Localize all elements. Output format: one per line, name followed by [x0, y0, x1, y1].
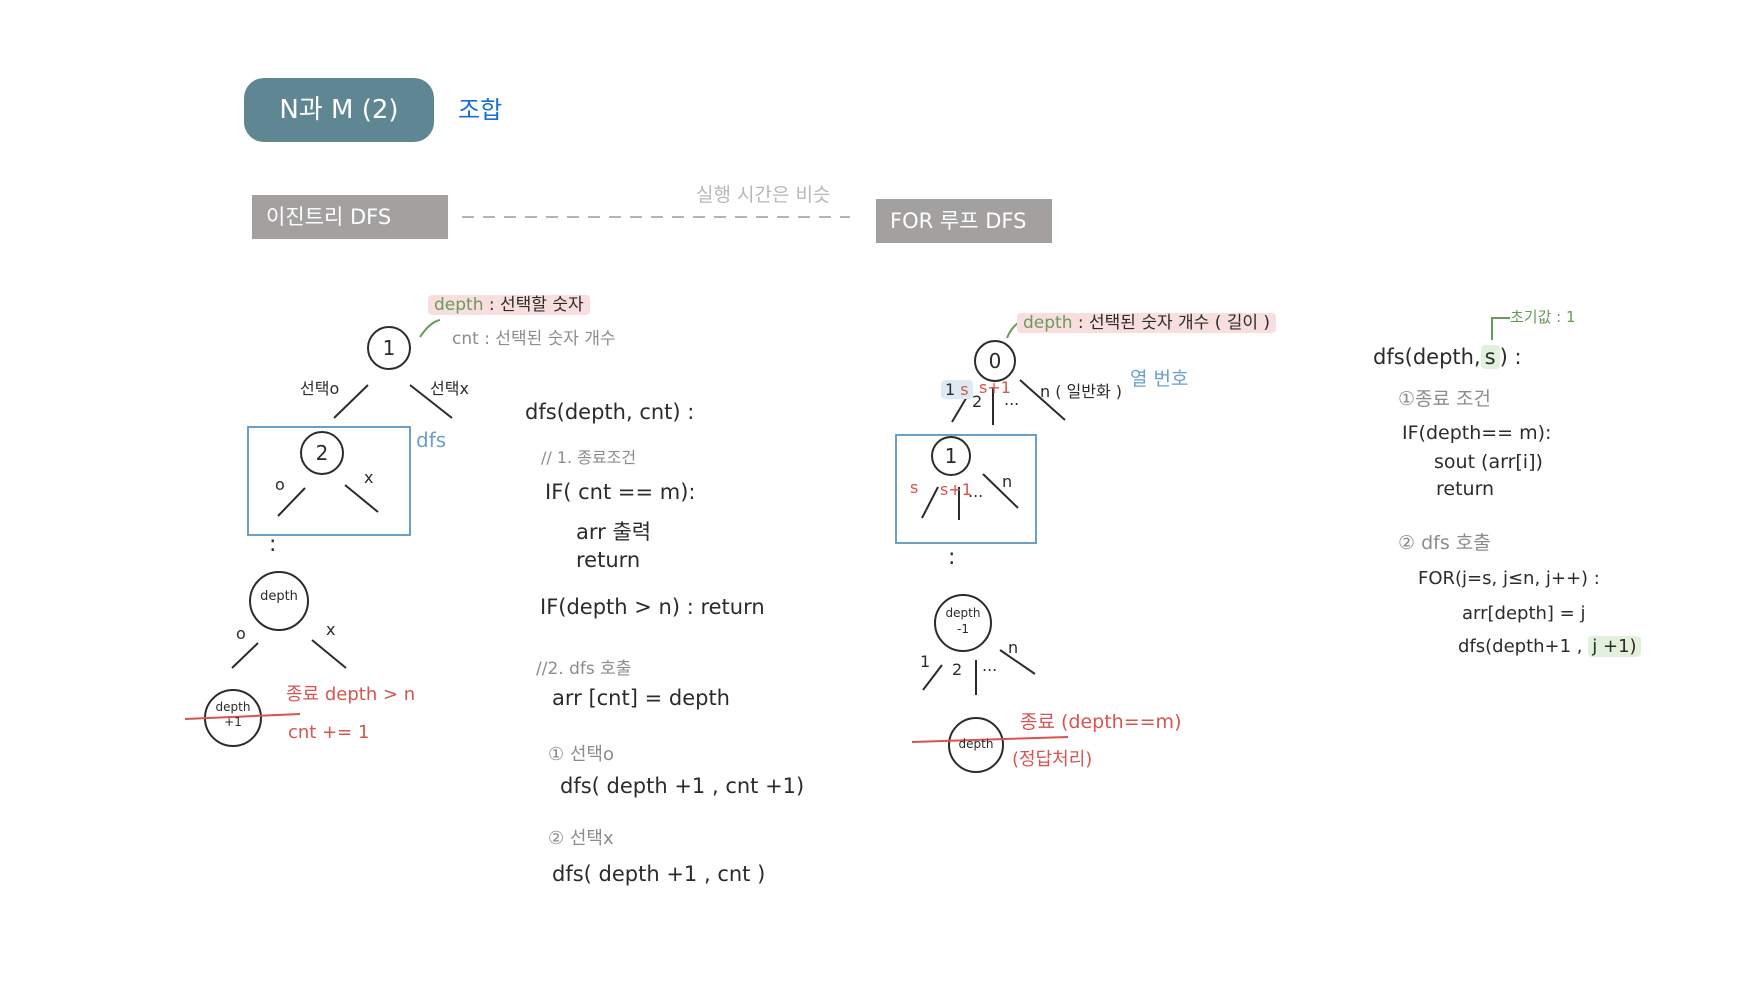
right-node1-edge-n: [982, 473, 1019, 509]
right-node-1-text: 1: [945, 444, 958, 468]
right-code-assign: arr[depth] = j: [1462, 603, 1586, 624]
page-subtitle: 조합: [458, 96, 503, 124]
right-answer-note: (정답처리): [1012, 749, 1093, 770]
select-x-label: 선택x: [430, 379, 469, 398]
right-root-text: 0: [989, 349, 1002, 373]
node1-s1: s+1: [940, 480, 972, 499]
right-depth-edge-n: [999, 649, 1036, 675]
edge-node2-o: [277, 487, 306, 517]
edge-select-o: [333, 384, 369, 419]
depth-branch-dots: ...: [982, 656, 998, 675]
right-node-1: [931, 436, 971, 476]
right-root-node: [974, 340, 1016, 382]
tree-depth-node: [249, 571, 309, 631]
right-leaf-text: depth: [958, 737, 994, 751]
depth-o-mark: o: [236, 624, 246, 643]
node1-dots: ...: [968, 482, 984, 501]
dfs-frame-label: dfs: [416, 428, 447, 452]
right-depth-edge-1: [922, 664, 943, 691]
edge-depth-x: [311, 639, 347, 669]
right-depth-note: depth : 선택된 숫자 개수 ( 길이 ): [1017, 308, 1277, 333]
right-dfs-frame: [895, 434, 1037, 544]
left-method-label: 이진트리 DFS: [252, 195, 448, 239]
depth-branch-n: n: [1008, 638, 1019, 657]
page-title: N과 M (2): [244, 78, 434, 142]
node2-o-mark: o: [275, 475, 285, 494]
left-code-select-o: ① 선택o: [548, 744, 614, 765]
tree-node-2: [300, 431, 344, 475]
left-code-return: return: [576, 548, 641, 572]
left-vdots: :: [269, 532, 277, 557]
depth-branch-1: 1: [920, 652, 931, 671]
right-code-sig: dfs(depth,s) :: [1373, 345, 1522, 369]
right-vdots: :: [948, 545, 956, 570]
branch-1: 1 s: [941, 380, 973, 399]
leaf-node-text: depth +1: [215, 700, 251, 729]
left-depth-note: depth : 선택할 숫자: [428, 290, 590, 315]
dfs-frame: [247, 426, 411, 536]
right-method-label: FOR 루프 DFS: [876, 199, 1052, 243]
right-code-comment1: ①종료 조건: [1398, 388, 1491, 410]
branch-2: 2: [972, 392, 983, 411]
edge-select-x: [409, 384, 453, 419]
right-edge-1: [951, 394, 969, 423]
left-cnt-inc: cnt += 1: [288, 722, 370, 743]
leaf-strike: [184, 713, 301, 720]
right-code-for: FOR(j=s, j≤n, j++) :: [1418, 568, 1600, 589]
right-end-cond: 종료 (depth==m): [1020, 711, 1182, 733]
right-code-return: return: [1436, 478, 1495, 500]
right-leaf-node: [948, 717, 1004, 773]
right-leaf-strike: [911, 736, 1069, 743]
left-code-call-x: dfs( depth +1 , cnt ): [552, 862, 766, 886]
left-code-if-cnt: IF( cnt == m):: [545, 480, 696, 504]
left-code-comment2: //2. dfs 호출: [536, 659, 632, 679]
left-end-cond: 종료 depth > n: [286, 684, 416, 705]
left-code-sig: dfs(depth, cnt) :: [525, 400, 695, 424]
left-code-select-x: ② 선택x: [548, 828, 614, 849]
edge-depth-o: [231, 642, 259, 669]
edge-node2-x: [344, 484, 379, 513]
right-node1-edge-s: [921, 486, 939, 519]
tree-root-node: [367, 326, 411, 370]
right-depth-node-text: depth -1: [945, 606, 981, 636]
tree-node-2-text: 2: [316, 441, 329, 465]
branch-s1: s+1: [979, 378, 1011, 397]
select-o-label: 선택o: [300, 379, 340, 398]
tree-root-text: 1: [383, 336, 396, 360]
column-number-label: 열 번호: [1130, 368, 1189, 390]
left-code-comment1: // 1. 종료조건: [541, 448, 637, 467]
left-code-call-o: dfs( depth +1 , cnt +1): [560, 774, 805, 798]
depth-x-mark: x: [326, 620, 336, 639]
depth-node-text: depth: [260, 589, 298, 604]
left-code-print: arr 출력: [576, 520, 652, 544]
left-cnt-note: cnt : 선택된 숫자 개수: [452, 329, 616, 349]
depth-note-arrow: [419, 319, 441, 338]
right-depth-node: [934, 594, 992, 652]
right-code-comment2: ② dfs 호출: [1398, 532, 1491, 554]
right-edge-n: [1019, 379, 1066, 421]
node2-x-mark: x: [364, 468, 374, 487]
node1-n: n: [1002, 472, 1013, 491]
left-code-assign: arr [cnt] = depth: [552, 686, 730, 710]
right-code-if: IF(depth== m):: [1402, 422, 1552, 444]
branch-n: n ( 일반화 ): [1040, 382, 1123, 401]
left-code-if-depth: IF(depth > n) : return: [540, 595, 765, 619]
right-code-sout: sout (arr[i]): [1434, 451, 1543, 473]
init-note: 초기값 : 1: [1510, 308, 1576, 326]
init-bracket: [1491, 317, 1510, 340]
compare-note: 실행 시간은 비슷: [696, 184, 831, 206]
right-code-call: dfs(depth+1 , j +1): [1458, 636, 1641, 657]
node1-s: s: [910, 478, 919, 497]
depth-branch-2: 2: [952, 660, 963, 679]
branch-dots: ...: [1004, 390, 1020, 409]
